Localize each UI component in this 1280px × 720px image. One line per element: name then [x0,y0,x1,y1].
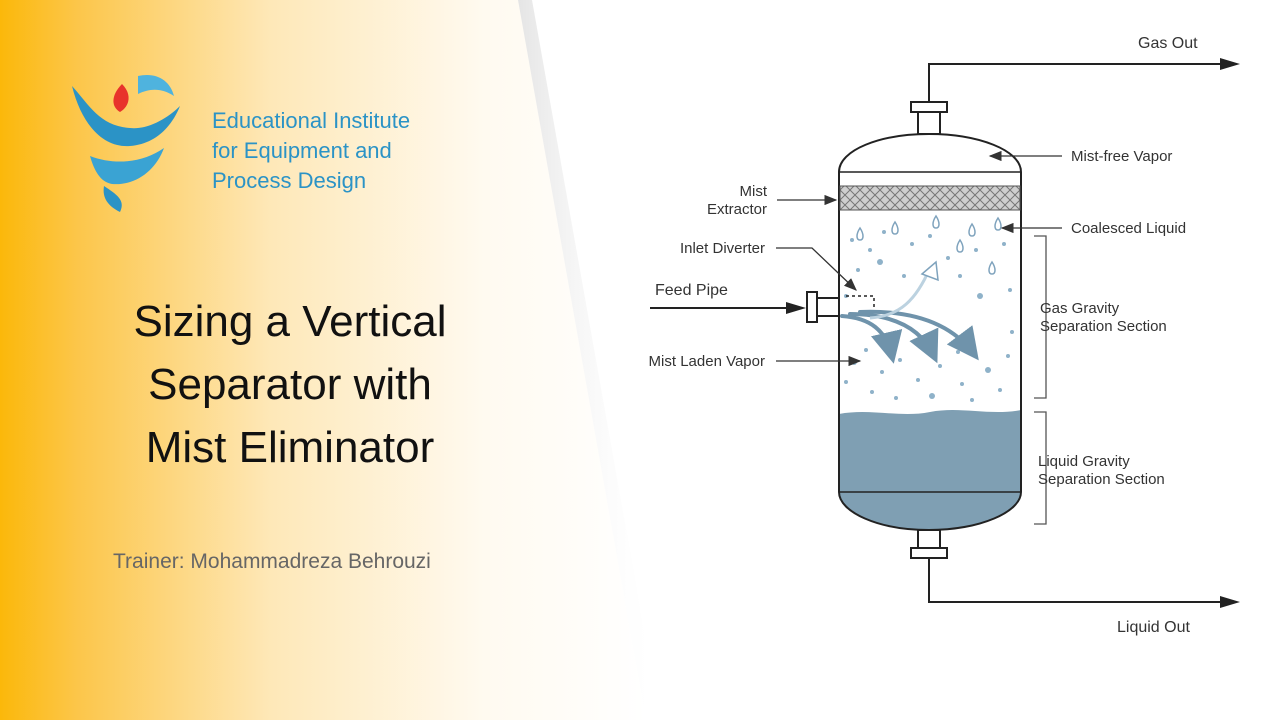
mist-laden-vapor-label: Mist Laden Vapor [649,353,765,370]
liquid-gravity-label-line1: Liquid Gravity [1038,453,1130,470]
gas-gravity-label-line2: Separation Section [1040,318,1167,335]
slide-title: Sizing a Vertical Separator with Mist El… [60,290,520,479]
institute-name-line3: Process Design [212,168,367,193]
slide-title-line2: Separator with [148,360,432,409]
gas-out-label: Gas Out [1138,35,1198,52]
top-nozzle [917,111,941,135]
logo-swoosh-lower-icon [90,148,164,185]
leader-lines [776,150,1062,367]
liquid-out-arrow-icon [1220,596,1240,608]
logo-flame-icon [113,84,129,112]
liquid-out-pipe [928,558,1232,603]
mist-free-vapor-label: Mist-free Vapor [1071,148,1172,165]
slide-title-line3: Mist Eliminator [145,423,435,472]
top-nozzle-flange [910,101,948,113]
flow-arrows [840,309,979,364]
rising-vapor-arrow-icon [869,267,932,320]
feed-nozzle-flange [806,291,818,323]
inlet-diverter-label: Inlet Diverter [680,240,765,257]
extractor-label: Extractor [707,201,767,218]
feed-pipe-label: Feed Pipe [655,282,728,299]
logo-swoosh-icon [72,86,180,147]
coalesced-droplets [856,214,1002,275]
logo-tail-icon [103,186,122,212]
trainer-name: Trainer: Mohammadreza Behrouzi [113,550,431,573]
liquid-out-label: Liquid Out [1117,619,1190,636]
rising-vapor-head-icon [920,260,939,282]
gas-section-bracket [1034,235,1047,399]
liquid-pool [839,410,1021,530]
institute-name-line2: for Equipment and [212,138,392,163]
liquid-gravity-label-line2: Separation Section [1038,471,1165,488]
bottom-nozzle-flange [910,547,948,559]
mist-extractor-pad [839,185,1021,211]
mist-droplets [844,230,1014,402]
institute-logo [72,74,180,212]
gas-gravity-label-line1: Gas Gravity [1040,300,1120,317]
institute-name: Educational Institute for Equipment and … [212,106,410,196]
feed-pipe-arrow-icon [786,302,806,314]
slide-title-line1: Sizing a Vertical [133,297,447,346]
logo-wing-icon [138,74,174,96]
institute-name-line1: Educational Institute [212,108,411,133]
bottom-nozzle [917,529,941,549]
liquid-section-bracket [1034,411,1047,525]
mist-label: Mist [740,183,768,200]
gas-out-arrow-icon [1220,58,1240,70]
feed-nozzle [816,297,840,317]
gas-out-pipe [928,63,1232,104]
coalesced-liquid-label: Coalesced Liquid [1071,220,1186,237]
